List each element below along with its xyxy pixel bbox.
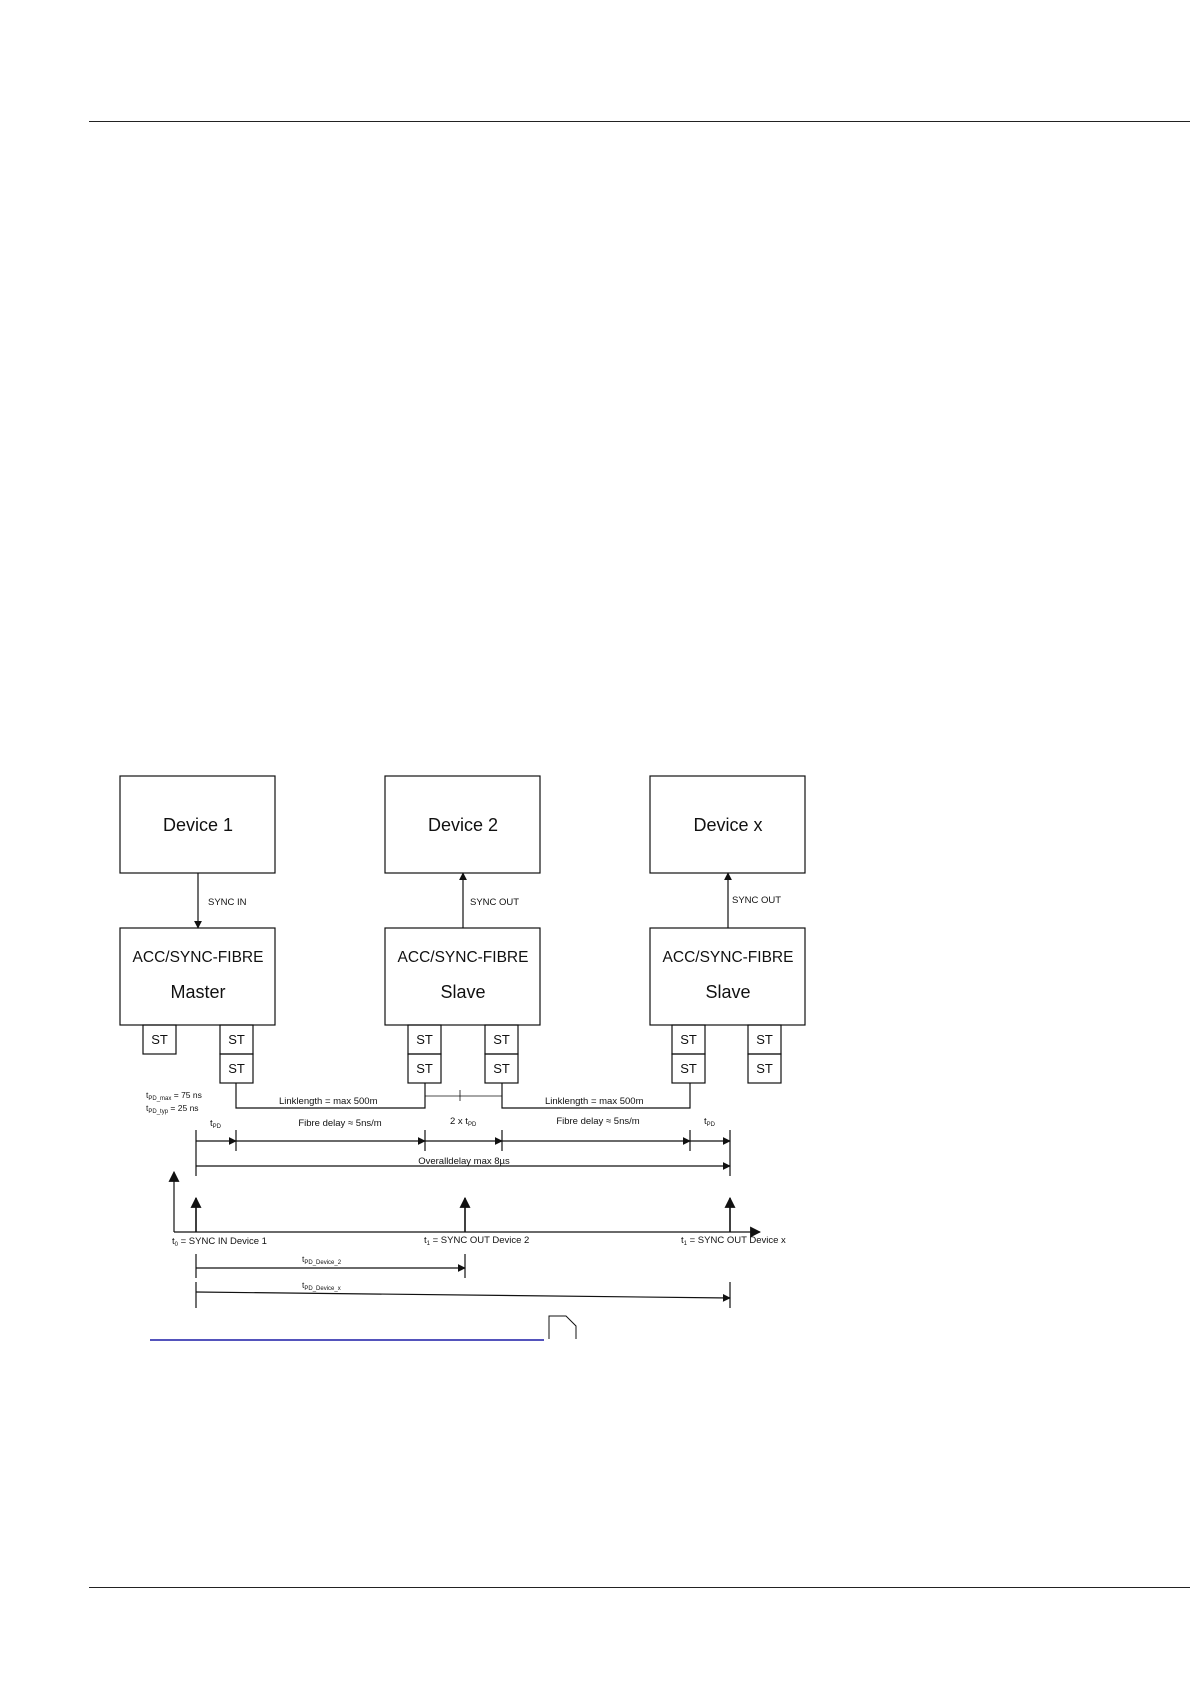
device-2-label: Device 2 <box>428 815 498 835</box>
st-connector <box>747 1053 782 1084</box>
tpd-device-x-label: tPD_Device_x <box>302 1280 341 1292</box>
device-1-label: Device 1 <box>163 815 233 835</box>
tpd-typ-spec: tPD_typ = 25 ns <box>146 1103 199 1115</box>
st-label: ST <box>228 1061 245 1076</box>
tpd-left-label: tPD <box>210 1118 222 1130</box>
st-label: ST <box>151 1032 168 1047</box>
double-tpd-label: 2 x tPD <box>450 1116 477 1128</box>
st-label: ST <box>228 1032 245 1047</box>
module-slave-2-box <box>384 927 541 1026</box>
t0-label: t0 = SYNC IN Device 1 <box>172 1236 267 1248</box>
st-label: ST <box>680 1061 697 1076</box>
fibre-link-1 <box>235 1083 426 1109</box>
st-connector <box>671 1053 706 1084</box>
module-slave-x-box <box>649 927 806 1026</box>
module-label: ACC/SYNC-FIBRE <box>133 949 264 966</box>
t1-label: t1 = SYNC OUT Device 2 <box>424 1235 529 1247</box>
st-label: ST <box>756 1032 773 1047</box>
overall-delay-label: Overalldelay max 8µs <box>418 1156 510 1167</box>
tpd-device-x-arrow <box>195 1291 731 1302</box>
st-label: ST <box>756 1061 773 1076</box>
tpd-max-spec: tPD_max = 75 ns <box>146 1090 202 1102</box>
fibre-link-2 <box>501 1083 691 1109</box>
footer-rule <box>89 1587 1190 1588</box>
st-connector <box>142 1024 177 1055</box>
st-label: ST <box>493 1061 510 1076</box>
tx-label: t1 = SYNC OUT Device x <box>681 1235 786 1247</box>
fibre-delay-left-label: Fibre delay ≈ 5ns/m <box>298 1118 381 1129</box>
module-label: ACC/SYNC-FIBRE <box>663 949 794 966</box>
module-label: ACC/SYNC-FIBRE <box>398 949 529 966</box>
st-label: ST <box>493 1032 510 1047</box>
sync-out-label: SYNC OUT <box>470 897 519 908</box>
st-label: ST <box>416 1061 433 1076</box>
module-role-slave: Slave <box>440 982 485 1002</box>
tpd-right-label: tPD <box>704 1116 716 1128</box>
device-x-label: Device x <box>693 815 762 835</box>
tpd-device-2-label: tPD_Device_2 <box>302 1254 342 1266</box>
link-length-label: Linklength = max 500m <box>545 1096 644 1107</box>
sync-out-label: SYNC OUT <box>732 895 781 906</box>
header-rule <box>89 121 1190 122</box>
module-role-master: Master <box>170 982 225 1002</box>
st-label: ST <box>416 1032 433 1047</box>
module-master-box <box>119 927 276 1026</box>
page-fold-icon <box>548 1315 577 1339</box>
st-label: ST <box>680 1032 697 1047</box>
sync-in-label: SYNC IN <box>208 897 247 908</box>
module-role-slave: Slave <box>705 982 750 1002</box>
link-length-label: Linklength = max 500m <box>279 1096 378 1107</box>
fibre-delay-right-label: Fibre delay ≈ 5ns/m <box>556 1116 639 1127</box>
